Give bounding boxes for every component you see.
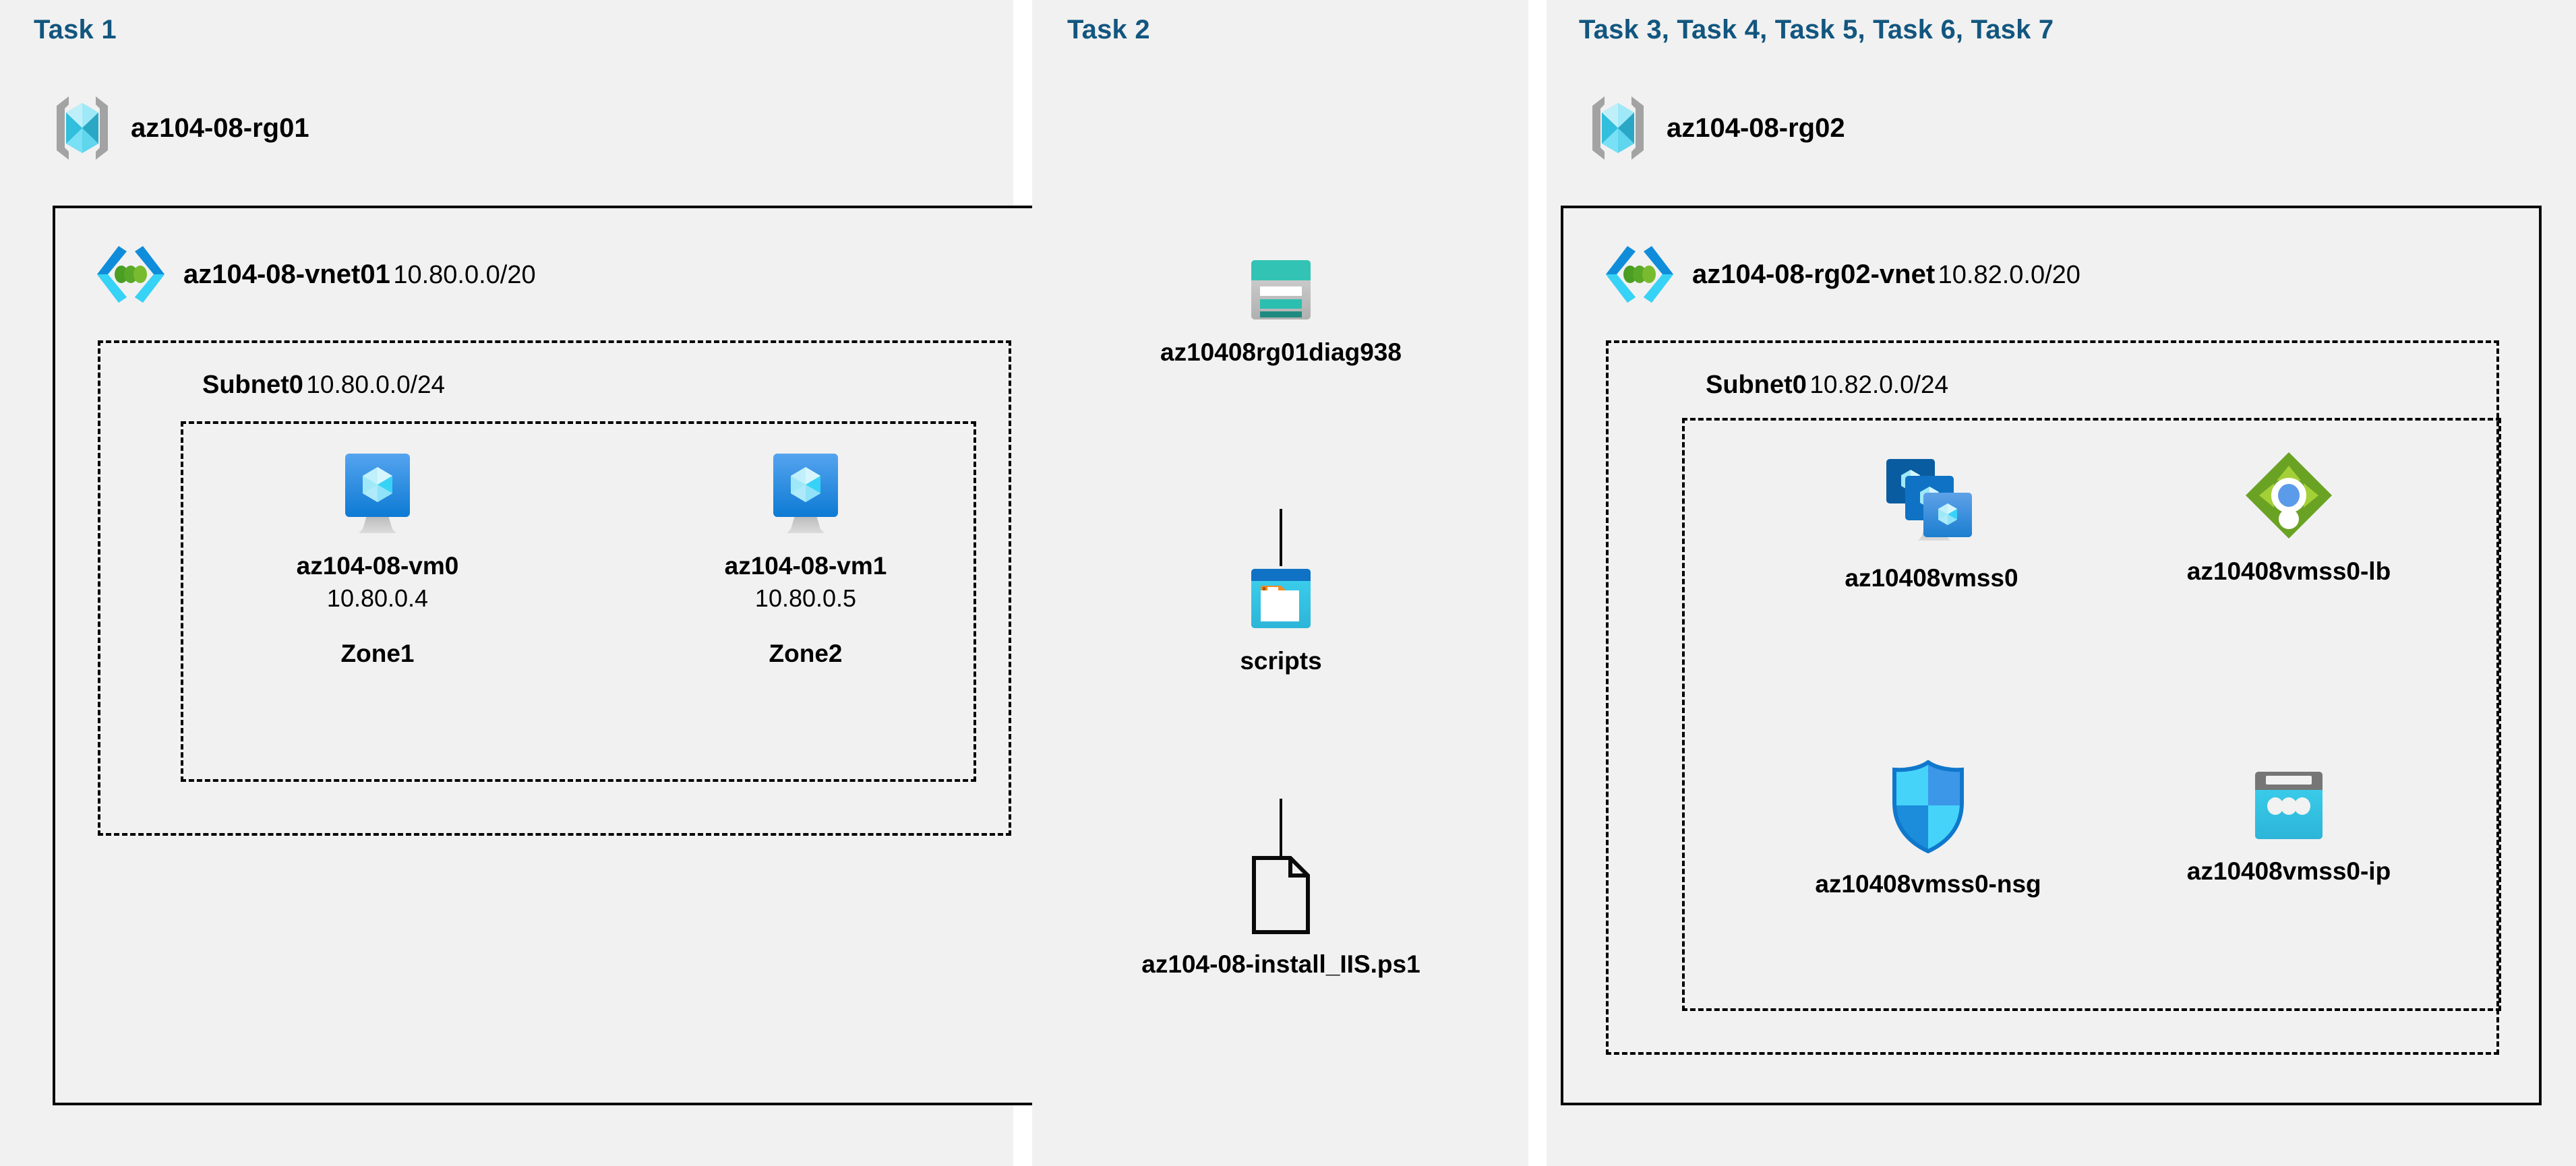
virtual-network-icon xyxy=(94,239,167,309)
network-security-group-icon xyxy=(1886,758,1970,855)
resource-group-name-rg01: az104-08-rg01 xyxy=(131,113,309,143)
node-label-vmss: az10408vmss0 xyxy=(1845,564,2018,592)
node-public-ip[interactable]: az10408vmss0-ip xyxy=(2147,768,2430,887)
file-icon xyxy=(1249,855,1313,935)
vnet-title-vnet01: az104-08-vnet01 10.80.0.0/20 xyxy=(183,259,536,289)
resource-group-row-rg01: az104-08-rg01 xyxy=(49,91,309,165)
node-vm0[interactable]: az104-08-vm0 10.80.0.4 Zone1 xyxy=(236,448,519,668)
subnet-box-vnet01-subnet0 xyxy=(98,340,1011,836)
node-nsg[interactable]: az10408vmss0-nsg xyxy=(1787,758,2070,900)
vnet-title-rg02-vnet: az104-08-rg02-vnet 10.82.0.0/20 xyxy=(1692,259,2080,289)
node-vm1[interactable]: az104-08-vm1 10.80.0.5 Zone2 xyxy=(664,448,947,668)
node-load-balancer[interactable]: az10408vmss0-lb xyxy=(2147,448,2430,587)
node-zone-vm1: Zone2 xyxy=(769,640,843,668)
node-label-public-ip: az10408vmss0-ip xyxy=(2186,857,2391,885)
node-label-nsg: az10408vmss0-nsg xyxy=(1815,870,2041,898)
node-file[interactable]: az104-08-install_IIS.ps1 xyxy=(1139,855,1422,980)
task-label-3-7: Task 3, Task 4, Task 5, Task 6, Task 7 xyxy=(1579,15,2054,44)
blob-container-icon xyxy=(1247,565,1315,632)
resource-group-row-rg02: az104-08-rg02 xyxy=(1584,91,1845,165)
node-label-load-balancer: az10408vmss0-lb xyxy=(2186,557,2391,585)
node-label-vm1: az104-08-vm1 xyxy=(724,552,887,580)
resource-group-icon xyxy=(49,91,116,165)
subnet-header-rg02-subnet0: Subnet0 10.82.0.0/24 xyxy=(1706,371,1949,399)
resource-group-icon xyxy=(1584,91,1652,165)
node-label-file: az104-08-install_IIS.ps1 xyxy=(1141,950,1420,978)
task-label-2: Task 2 xyxy=(1067,15,1150,44)
subnet-box-rg02-subnet0 xyxy=(1606,340,2499,1055)
public-ip-address-icon xyxy=(2248,768,2329,842)
connector-storage-to-container xyxy=(1280,509,1282,566)
virtual-network-icon xyxy=(1603,239,1676,309)
virtual-machine-icon xyxy=(337,448,418,537)
node-label-vm0: az104-08-vm0 xyxy=(296,552,459,580)
node-ip-vm1: 10.80.0.5 xyxy=(754,584,857,613)
node-label-storage-account: az10408rg01diag938 xyxy=(1160,338,1402,366)
node-ip-vm0: 10.80.0.4 xyxy=(326,584,429,613)
node-vmss[interactable]: az10408vmss0 xyxy=(1790,455,2073,594)
connector-container-to-file xyxy=(1280,799,1282,856)
node-storage-account[interactable]: az10408rg01diag938 xyxy=(1139,256,1422,368)
vnet-header-vnet01: az104-08-vnet01 10.80.0.0/20 xyxy=(94,239,536,309)
resource-group-name-rg02: az104-08-rg02 xyxy=(1667,113,1845,143)
subnet-resources-box xyxy=(1682,418,2501,1011)
load-balancer-icon xyxy=(2242,448,2336,543)
task-label-1: Task 1 xyxy=(34,15,117,44)
availability-zones-box xyxy=(181,421,976,782)
node-zone-vm0: Zone1 xyxy=(340,640,415,668)
subnet-header-vnet01-subnet0: Subnet0 10.80.0.0/24 xyxy=(202,371,446,399)
vm-scale-set-icon xyxy=(1881,455,1982,549)
vnet-header-rg02-vnet: az104-08-rg02-vnet 10.82.0.0/20 xyxy=(1603,239,2080,309)
virtual-machine-icon xyxy=(765,448,846,537)
vnet-box-rg02-vnet xyxy=(1561,206,2542,1105)
node-blob-container[interactable]: scripts xyxy=(1139,565,1422,677)
node-label-blob-container: scripts xyxy=(1240,647,1322,675)
storage-account-icon xyxy=(1247,256,1315,324)
